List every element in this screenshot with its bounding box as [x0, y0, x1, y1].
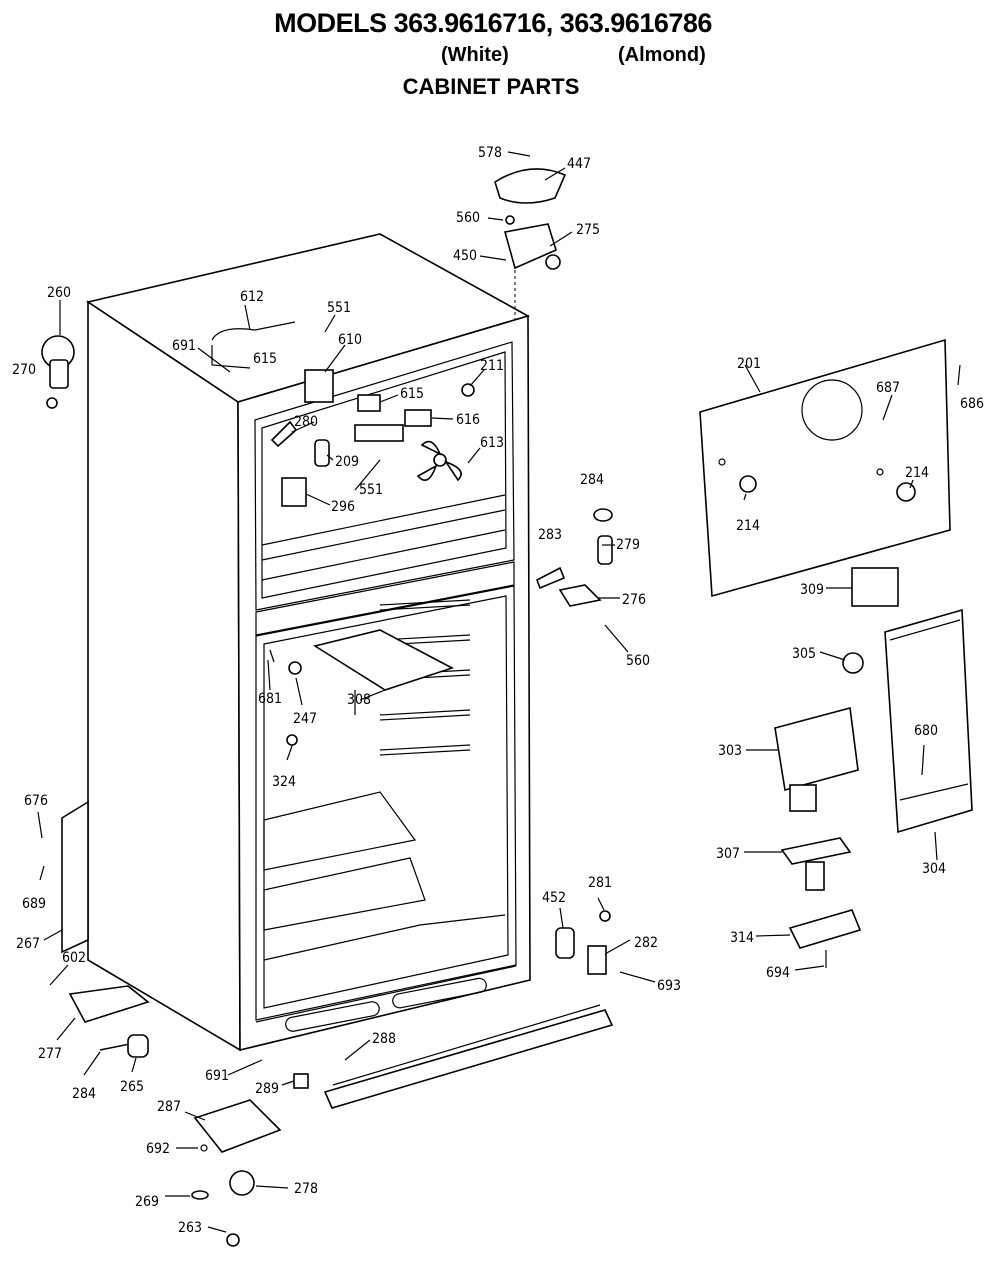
callout-613: 613	[480, 435, 504, 451]
callout-270: 270	[12, 362, 36, 378]
part-288-grille	[323, 1009, 614, 1109]
callout-281: 281	[588, 875, 612, 891]
callout-452: 452	[542, 890, 566, 906]
callout-689: 689	[22, 896, 46, 912]
callout-260: 260	[47, 285, 71, 301]
part-278	[229, 1170, 255, 1196]
callout-214a: 214	[736, 518, 760, 534]
callout-551a: 551	[327, 300, 351, 316]
part-296	[281, 477, 307, 507]
callout-324: 324	[272, 774, 296, 790]
callout-304: 304	[922, 861, 946, 877]
part-612	[211, 321, 296, 369]
part-303	[774, 706, 859, 792]
callout-314: 314	[730, 930, 754, 946]
part-267	[61, 800, 89, 954]
callout-308: 308	[347, 692, 371, 708]
callout-276: 276	[622, 592, 646, 608]
callout-602: 602	[62, 950, 86, 966]
callout-686: 686	[960, 396, 984, 412]
callout-676: 676	[24, 793, 48, 809]
part-613-fan	[416, 440, 462, 482]
callout-303: 303	[718, 743, 742, 759]
callout-247: 247	[293, 711, 317, 727]
part-610	[304, 369, 334, 403]
callout-211: 211	[480, 358, 504, 374]
callout-296: 296	[331, 499, 355, 515]
part-201-panel	[699, 338, 951, 598]
callout-284a: 284	[580, 472, 604, 488]
leader-lines	[37, 151, 961, 1233]
callout-680: 680	[914, 723, 938, 739]
callout-447: 447	[567, 156, 591, 172]
callout-288: 288	[372, 1031, 396, 1047]
callout-560b: 560	[626, 653, 650, 669]
cabinet-body	[86, 233, 531, 1052]
callout-450: 450	[453, 248, 477, 264]
callout-612: 612	[240, 289, 264, 305]
callout-687: 687	[876, 380, 900, 396]
callout-277: 277	[38, 1046, 62, 1062]
callout-551b: 551	[359, 482, 383, 498]
callout-282: 282	[634, 935, 658, 951]
part-270	[46, 397, 58, 409]
part-209	[314, 439, 330, 467]
callout-691b: 691	[205, 1068, 229, 1084]
callout-278: 278	[294, 1181, 318, 1197]
callout-280: 280	[294, 414, 318, 430]
callout-labels: 578 447 560 275 450 260 270 612 551 691 615 610 211 6…	[12, 145, 984, 1236]
part-275-bracket	[503, 223, 557, 270]
callout-214b: 214	[905, 465, 929, 481]
part-309	[851, 567, 899, 607]
callout-693: 693	[657, 978, 681, 994]
callout-305: 305	[792, 646, 816, 662]
callout-284b: 284	[72, 1086, 96, 1102]
callout-610: 610	[338, 332, 362, 348]
part-277	[68, 985, 150, 1023]
callout-263: 263	[178, 1220, 202, 1236]
callout-279: 279	[616, 537, 640, 553]
part-304	[884, 608, 973, 834]
callout-560a: 560	[456, 210, 480, 226]
callout-275: 275	[576, 222, 600, 238]
callout-201: 201	[737, 356, 761, 372]
callout-615b: 615	[400, 386, 424, 402]
callout-287: 287	[157, 1099, 181, 1115]
callout-578: 578	[478, 145, 502, 161]
callout-289: 289	[255, 1081, 279, 1097]
callout-269: 269	[135, 1194, 159, 1210]
part-211	[461, 383, 475, 397]
subtitle: CABINET PARTS	[402, 74, 580, 99]
part-287	[193, 1099, 282, 1153]
callout-691a: 691	[172, 338, 196, 354]
callout-616: 616	[456, 412, 480, 428]
callout-681: 681	[258, 691, 282, 707]
callout-307: 307	[716, 846, 740, 862]
callout-692: 692	[146, 1141, 170, 1157]
callout-209: 209	[335, 454, 359, 470]
page-title: MODELS 363.9616716, 363.9616786	[274, 8, 712, 38]
variant-white-label: (White)	[441, 44, 509, 66]
callout-265: 265	[120, 1079, 144, 1095]
callout-267: 267	[16, 936, 40, 952]
variant-almond-label: (Almond)	[618, 44, 706, 66]
callout-283: 283	[538, 527, 562, 543]
callout-694: 694	[766, 965, 790, 981]
part-447	[494, 168, 567, 204]
callout-309: 309	[800, 582, 824, 598]
callout-615a: 615	[253, 351, 277, 367]
